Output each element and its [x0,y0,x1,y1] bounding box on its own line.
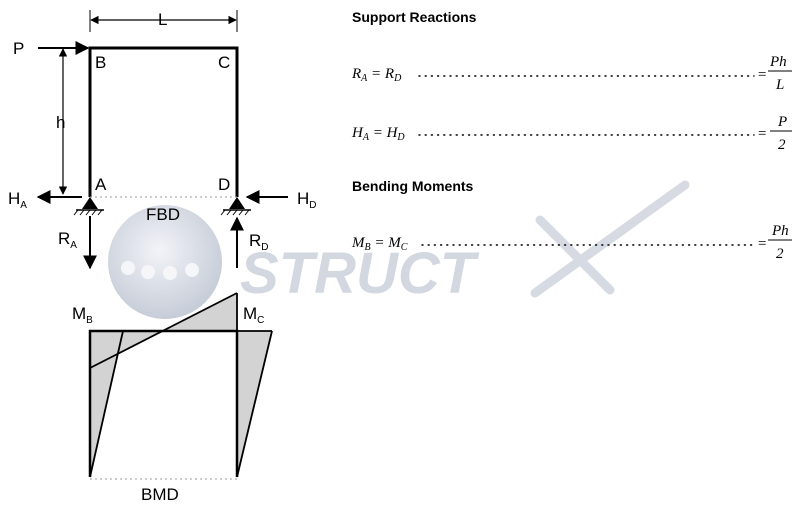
portal-frame [88,46,239,198]
load-arrow-p: P [13,39,90,58]
node-a-label: A [95,175,107,194]
span-label: L [158,10,167,29]
span-dimension: L [89,10,238,32]
r-d-sub: D [261,242,268,253]
equation-bending-moments: MB = MC = Ph 2 [351,223,792,262]
m-c-main: M [243,304,257,323]
m-b-main: M [72,304,86,323]
m-c-sub: C [257,315,264,326]
svg-text:=: = [757,126,767,142]
r-a-sub: A [70,240,77,251]
reaction-r-a: RA [58,216,97,270]
svg-text:2: 2 [778,137,786,153]
m-b-sub: B [86,315,93,326]
svg-text:2: 2 [776,246,784,262]
svg-text:P: P [777,114,787,130]
pin-support-a [73,197,104,216]
bmd-label: BMD [141,485,179,504]
watermark-pencil-icon [530,180,690,298]
load-label: P [13,39,24,58]
equation-support-vertical: RA = RD = Ph L [351,54,792,93]
watermark-logo: STRUCT [108,180,690,319]
r-d-main: R [249,231,261,250]
svg-text:Ph: Ph [771,223,789,239]
node-c-label: C [218,53,230,72]
svg-text:=: = [757,67,767,83]
svg-text:L: L [775,77,784,93]
height-label: h [56,113,65,132]
svg-text:MB = MC: MB = MC [351,235,408,253]
svg-text:MC: MC [243,304,264,326]
svg-text:HA: HA [8,189,27,211]
height-dimension: h [56,48,68,195]
svg-text:RA = RD: RA = RD [351,66,402,84]
pin-support-d [220,197,251,216]
node-d-label: D [218,175,230,194]
svg-text:RA: RA [58,229,77,251]
support-reactions-heading: Support Reactions [352,9,477,25]
svg-text:RD: RD [249,231,269,253]
fbd-label: FBD [146,205,180,224]
svg-text:MB: MB [72,304,93,326]
svg-text:HA = HD: HA = HD [351,125,405,143]
node-b-label: B [95,53,106,72]
svg-text:HD: HD [297,189,317,211]
reaction-h-d: HD [245,189,317,211]
r-a-main: R [58,229,70,248]
reaction-r-d: RD [230,216,269,268]
reaction-h-a: HA [8,189,82,211]
h-a-main: H [8,189,20,208]
svg-text:=: = [757,236,767,252]
watermark-text: STRUCT [240,241,480,306]
bending-moment-diagram: MB MC BMD [72,292,273,504]
svg-text:Ph: Ph [769,54,787,70]
watermark-globe-icon [108,205,222,319]
bending-moments-heading: Bending Moments [352,178,474,194]
h-d-main: H [297,189,309,208]
equation-support-horizontal: HA = HD = P 2 [351,114,792,153]
h-a-sub: A [20,200,27,211]
equations-panel: Support Reactions RA = RD = Ph L HA = HD… [351,9,792,262]
h-d-sub: D [309,200,316,211]
